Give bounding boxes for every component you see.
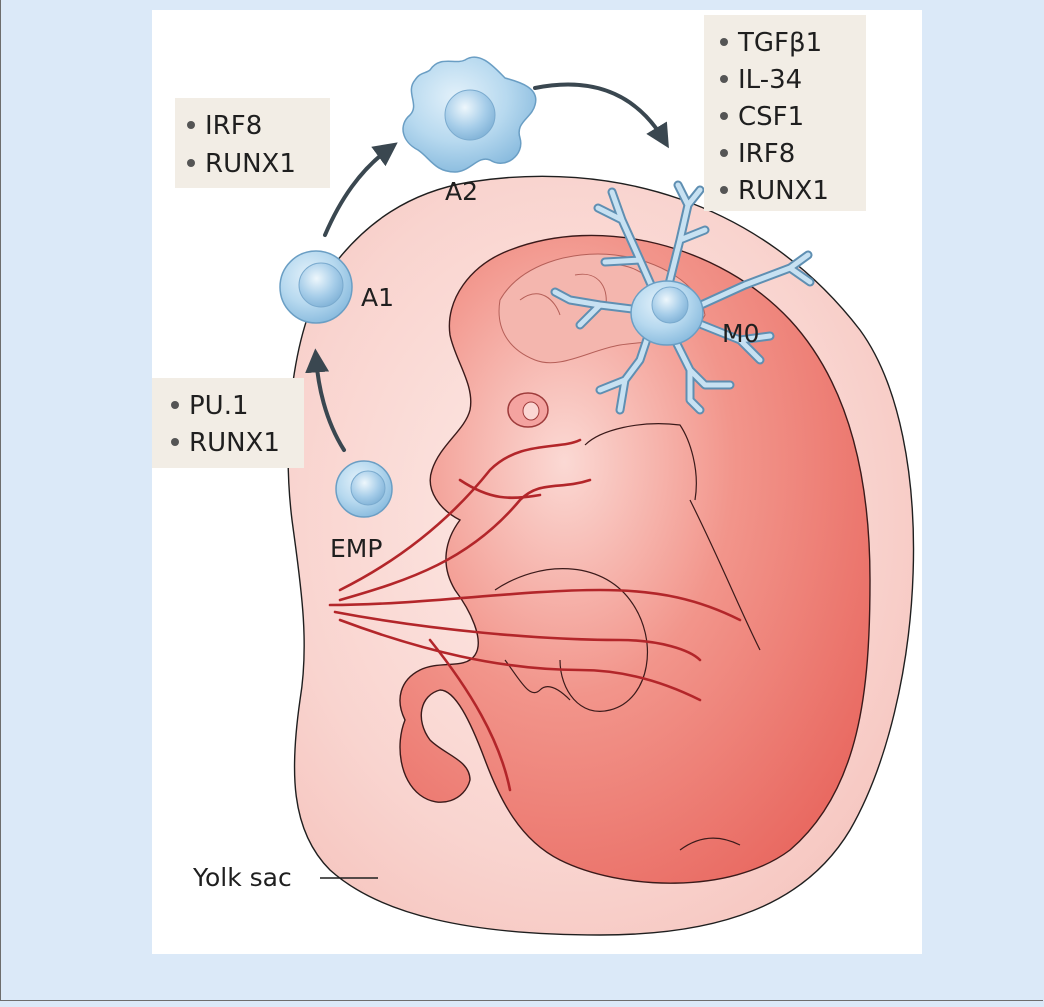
a1-cell: [280, 251, 352, 323]
factor-runx1: RUNX1: [205, 149, 296, 179]
factor-box-a2-to-m0: TGFβ1 IL-34 CSF1 IRF8 RUNX1: [704, 15, 866, 211]
label-m0: M0: [722, 319, 759, 348]
factor-irf8: IRF8: [205, 111, 262, 141]
factor-runx1: RUNX1: [738, 176, 829, 206]
factor-runx1: RUNX1: [189, 428, 280, 458]
factor-il34: IL-34: [738, 65, 802, 95]
factor-pu1: PU.1: [189, 391, 249, 421]
label-yolk-sac: Yolk sac: [192, 863, 292, 892]
factor-box-a1-to-a2: IRF8 RUNX1: [175, 98, 330, 188]
label-a1: A1: [361, 283, 394, 312]
factor-tgfb1: TGFβ1: [737, 28, 822, 58]
emp-cell: [336, 461, 392, 517]
a2-cell: [403, 57, 536, 172]
arrow-a2-to-m0: [535, 85, 664, 140]
label-emp: EMP: [330, 534, 382, 563]
factor-irf8: IRF8: [738, 139, 795, 169]
factor-box-emp-to-a1: PU.1 RUNX1: [152, 378, 304, 468]
label-a2: A2: [445, 177, 478, 206]
factor-csf1: CSF1: [738, 102, 804, 132]
